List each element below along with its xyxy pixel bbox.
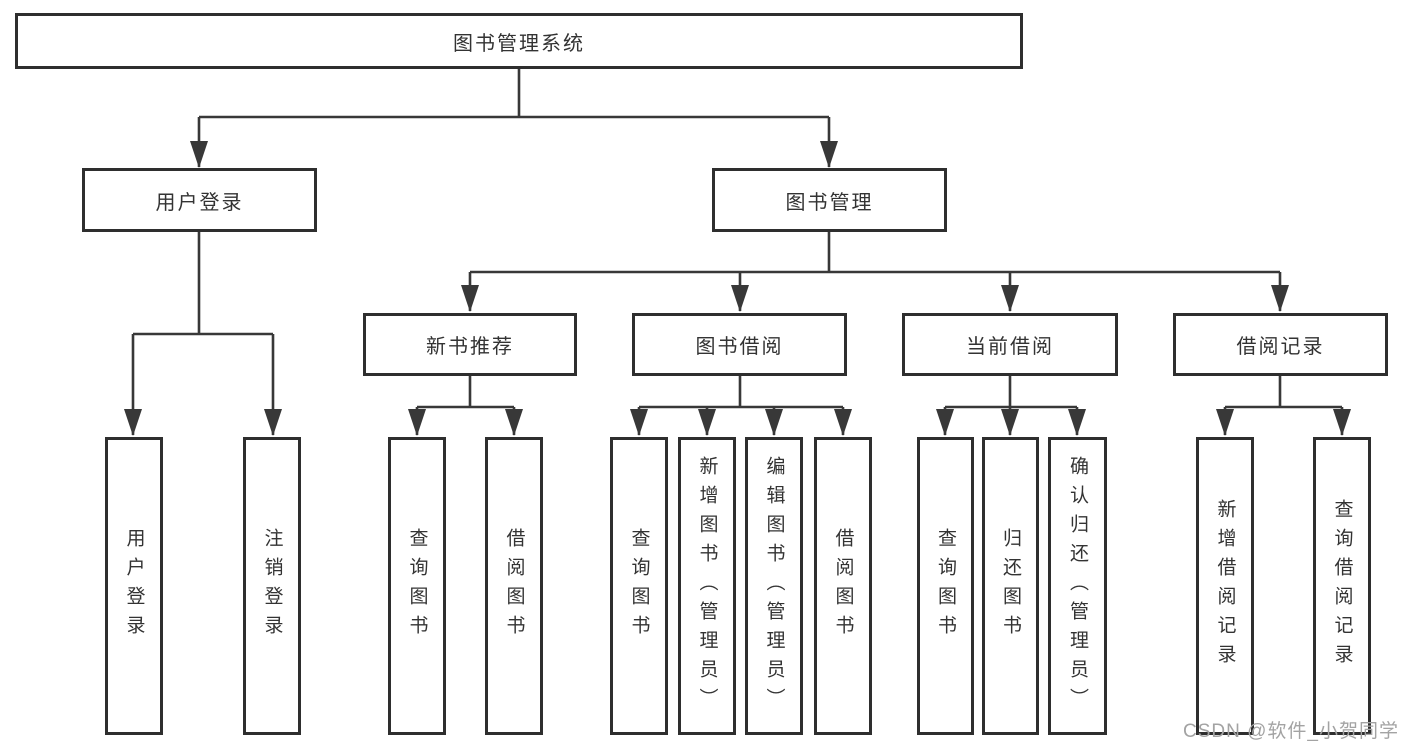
node-label: 图书管理系统 (453, 32, 585, 55)
node-label: 图书管理 (785, 191, 874, 214)
arrow-down-icon (698, 409, 716, 436)
node-label: 新增借阅记录 (1214, 499, 1236, 673)
node-label: 图书借阅 (695, 336, 784, 358)
arrow-down-icon (936, 409, 954, 436)
node-label: 查询图书 (935, 528, 956, 644)
node-label: 借阅记录 (1236, 336, 1325, 358)
current-borrow-branch-connector (936, 375, 1086, 436)
arrow-down-icon (408, 409, 426, 436)
node-label: 借阅图书 (832, 528, 854, 644)
node-label: 编辑图书（管理员） (763, 455, 785, 717)
node-borrow-records: 借阅记录 (1173, 313, 1388, 376)
user-login-branch-connector (124, 232, 282, 436)
leaf-borrow-books-recommend: 借阅图书 (485, 437, 543, 735)
arrow-down-icon (461, 285, 479, 312)
leaf-logout: 注销登录 (243, 437, 301, 735)
arrow-down-icon (731, 285, 749, 312)
arrow-down-icon (820, 141, 838, 168)
node-book-system: 图书管理系统 (15, 13, 1023, 69)
node-label: 用户登录 (123, 528, 145, 644)
leaf-return-book: 归还图书 (982, 437, 1039, 735)
node-book-borrow: 图书借阅 (632, 313, 847, 376)
node-label: 查询图书 (628, 528, 650, 644)
leaf-add-book-admin: 新增图书（管理员） (678, 437, 736, 735)
leaf-query-books-current: 查询图书 (917, 437, 974, 735)
arrow-down-icon (1068, 409, 1086, 436)
node-book-management: 图书管理 (712, 168, 947, 232)
arrow-down-icon (765, 409, 783, 436)
arrow-down-icon (834, 409, 852, 436)
borrow-records-branch-connector (1216, 375, 1351, 436)
leaf-confirm-return-admin: 确认归还（管理员） (1048, 437, 1107, 735)
node-label: 新书推荐 (426, 336, 514, 358)
leaf-borrow-books: 借阅图书 (814, 437, 872, 735)
node-new-book-recommend: 新书推荐 (363, 313, 577, 376)
node-label: 注销登录 (261, 528, 283, 644)
arrow-down-icon (1271, 285, 1289, 312)
arrow-down-icon (1001, 285, 1019, 312)
node-label: 当前借阅 (966, 336, 1054, 358)
arrow-down-icon (1001, 409, 1019, 436)
node-user-login: 用户登录 (82, 168, 317, 232)
node-label: 查询借阅记录 (1331, 499, 1353, 673)
arrow-down-icon (505, 409, 523, 436)
leaf-add-borrow-record: 新增借阅记录 (1196, 437, 1254, 735)
arrow-down-icon (190, 141, 208, 168)
node-current-borrow: 当前借阅 (902, 313, 1118, 376)
book-management-branch-connector (461, 232, 1289, 312)
book-borrow-branch-connector (630, 376, 852, 436)
leaf-query-borrow-record: 查询借阅记录 (1313, 437, 1371, 735)
arrow-down-icon (1333, 409, 1351, 436)
arrow-down-icon (1216, 409, 1234, 436)
node-label: 用户登录 (155, 191, 244, 214)
node-label: 借阅图书 (503, 528, 525, 644)
leaf-edit-book-admin: 编辑图书（管理员） (745, 437, 803, 735)
node-label: 归还图书 (1000, 528, 1021, 644)
node-label: 新增图书（管理员） (696, 455, 718, 717)
arrow-down-icon (124, 409, 142, 436)
arrow-down-icon (630, 409, 648, 436)
root-to-level2-connector (190, 69, 838, 168)
leaf-query-books-recommend: 查询图书 (388, 437, 446, 735)
watermark: CSDN @软件_小贺同学 (1183, 721, 1399, 742)
arrow-down-icon (264, 409, 282, 436)
node-label: 查询图书 (406, 528, 428, 644)
leaf-user-login: 用户登录 (105, 437, 163, 735)
new-book-recommend-branch-connector (408, 375, 523, 436)
leaf-query-books-borrow: 查询图书 (610, 437, 668, 735)
node-label: 确认归还（管理员） (1067, 455, 1088, 717)
